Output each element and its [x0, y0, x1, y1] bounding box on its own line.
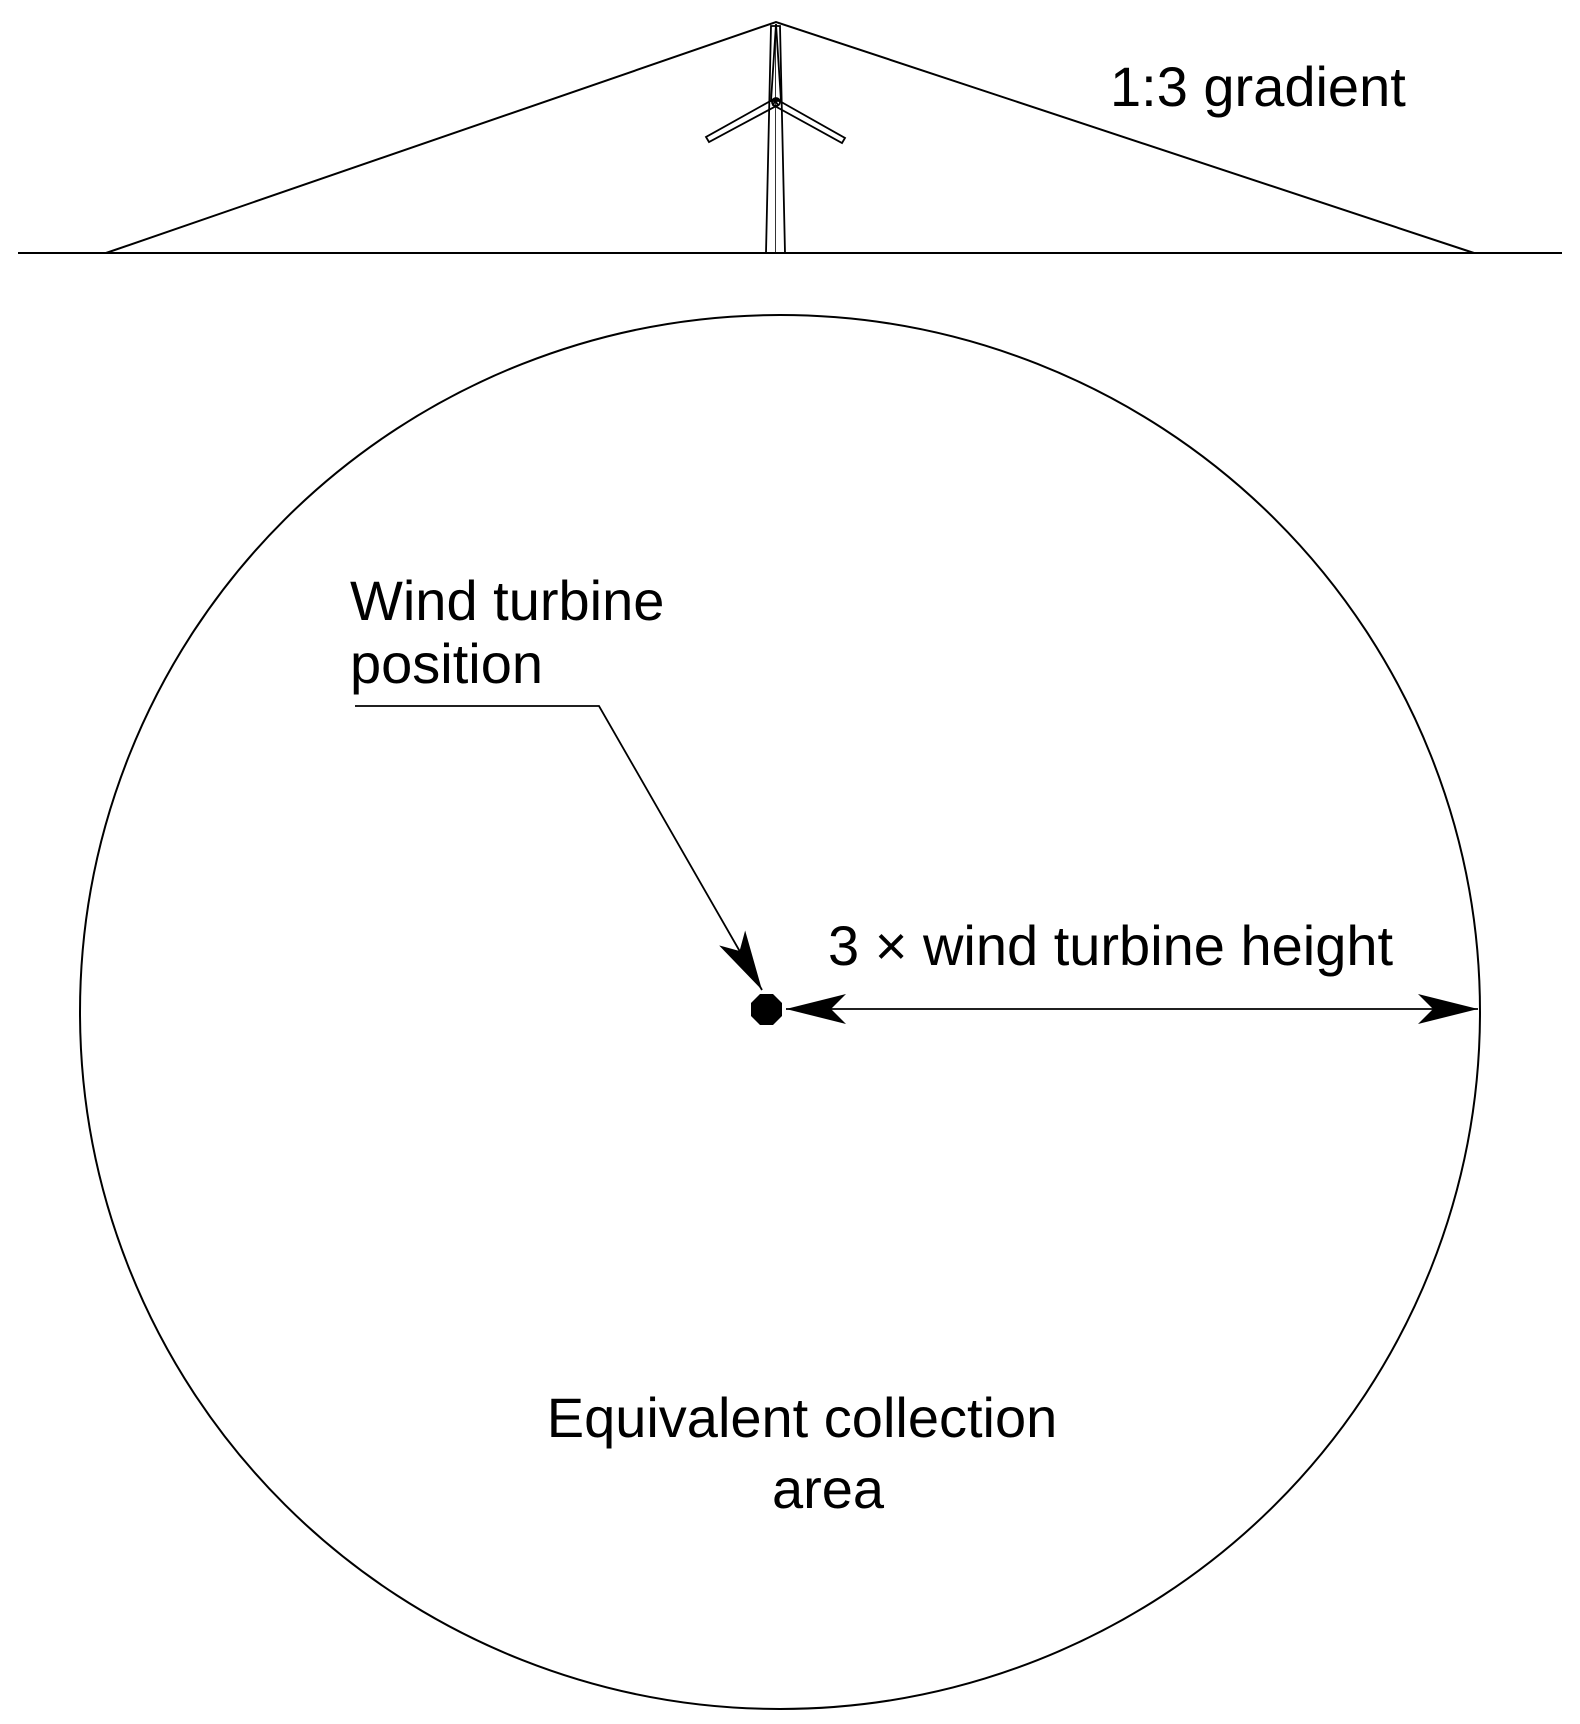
turbine-position-label-line2: position: [350, 632, 543, 695]
turbine-position-label-line1: Wind turbine: [350, 569, 664, 632]
turbine-hub: [771, 97, 781, 107]
gradient-label: 1:3 gradient: [1110, 55, 1406, 118]
elevation-view: 1:3 gradient: [18, 20, 1562, 254]
turbine-blade: [770, 23, 782, 102]
radius-label: 3 × wind turbine height: [828, 914, 1394, 977]
protection-cone-outline: [105, 20, 1475, 254]
turbine-blade: [704, 97, 780, 144]
plan-view: Wind turbine position 3 × wind turbine h…: [79, 314, 1481, 1710]
turbine-position-leader: [355, 705, 763, 991]
collection-area-label-line1: Equivalent collection: [547, 1386, 1058, 1449]
collection-area-label-line2: area: [772, 1457, 885, 1520]
turbine-position-marker: [751, 994, 782, 1025]
wind-turbine-icon: [704, 23, 847, 254]
collection-area-circle: [79, 314, 1481, 1710]
turbine-blade: [771, 97, 847, 145]
